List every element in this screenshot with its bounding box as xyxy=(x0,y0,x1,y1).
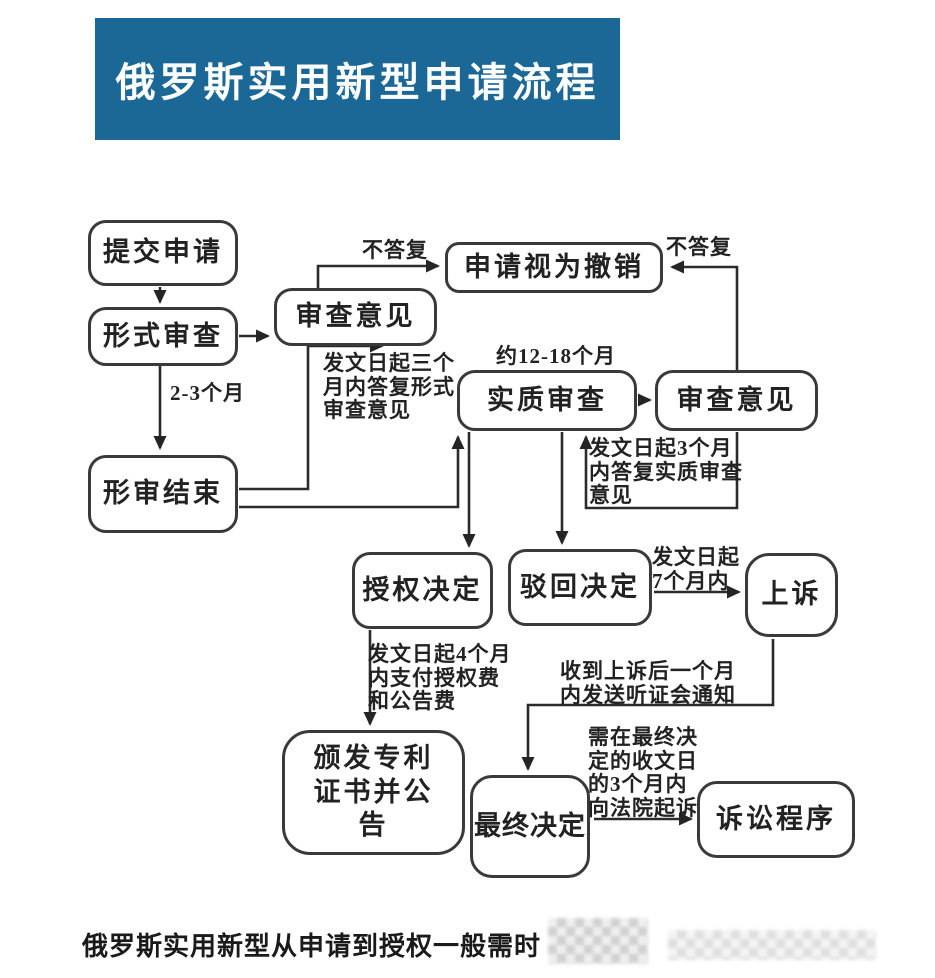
label-no-reply-right: 不答复 xyxy=(666,235,732,259)
label-appeal-within-7-months: 发文日起 7个月内 xyxy=(652,545,740,593)
title-banner: 俄罗斯实用新型申请流程 xyxy=(95,18,620,140)
censored-blur-2 xyxy=(668,930,876,960)
node-grant-decision: 授权决定 xyxy=(352,552,493,629)
connector-formalend-to-substantive xyxy=(239,435,465,509)
connector-opinion2-reply-loop xyxy=(579,432,739,510)
label-sue-within-3-months: 需在最终决 定的收文日 的3个月内 向法院起诉 xyxy=(588,725,698,820)
label-approx-12-18-months: 约12-18个月 xyxy=(496,344,616,368)
node-exam-opinion-1: 审查意见 xyxy=(274,288,437,346)
node-deemed-withdrawn: 申请视为撤销 xyxy=(445,242,663,293)
node-formal-examination: 形式审查 xyxy=(88,307,238,366)
footer-caption: 俄罗斯实用新型从申请到授权一般需时 xyxy=(82,932,542,961)
label-no-reply-left: 不答复 xyxy=(362,238,428,262)
label-hearing-notice: 收到上诉后一个月 内发送听证会通知 xyxy=(560,659,736,707)
connector-opinion2-to-withdrawn xyxy=(670,260,739,370)
label-reply-substantive-opinion: 发文日起3个月 内答复实质审查 意见 xyxy=(589,436,743,508)
censored-blur-1 xyxy=(548,918,648,964)
label-reply-formal-opinion: 发文日起三个 月内答复形式 审查意见 xyxy=(323,351,455,423)
page-title: 俄罗斯实用新型申请流程 xyxy=(115,60,600,105)
label-pay-grant-fee: 发文日起4个月 内支付授权费 和公告费 xyxy=(368,642,512,714)
node-appeal: 上诉 xyxy=(745,553,838,637)
node-substantive-examination: 实质审查 xyxy=(457,370,637,431)
connector-formalend-to-opinion1 xyxy=(239,339,384,491)
node-submit-application: 提交申请 xyxy=(88,220,238,286)
node-final-decision: 最终决定 xyxy=(470,775,590,878)
connector-appeal-to-final xyxy=(521,639,775,771)
node-exam-opinion-2: 审查意见 xyxy=(655,370,818,431)
node-formal-exam-end: 形审结束 xyxy=(88,455,238,533)
connector-opinion1-to-withdrawn xyxy=(316,259,440,288)
node-rejection-decision: 驳回决定 xyxy=(508,549,652,626)
label-2-3-months: 2-3个月 xyxy=(170,381,245,405)
node-issue-certificate: 颁发专利证书并公告 xyxy=(282,730,465,855)
node-litigation: 诉讼程序 xyxy=(697,781,855,858)
